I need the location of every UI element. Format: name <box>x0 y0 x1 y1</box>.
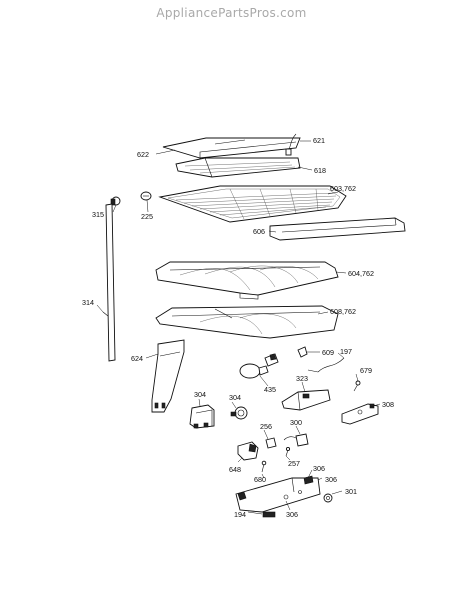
callout-435: 435 <box>264 385 276 394</box>
callout-225: 225 <box>141 212 153 221</box>
part-680-screw[interactable] <box>261 460 267 473</box>
part-648-damper-control[interactable] <box>237 441 259 461</box>
callout-323: 323 <box>296 374 308 383</box>
part-256-switch[interactable] <box>265 437 277 449</box>
callout-608-762: 608,762 <box>330 307 356 316</box>
part-603-762-wire-shelf[interactable] <box>158 185 347 223</box>
callout-304-knob: 304 <box>229 393 241 402</box>
callout-labels: 622 621 618 603,762 315 225 606 604,762 … <box>82 136 394 519</box>
part-197-wire[interactable] <box>307 357 345 373</box>
part-306-lower-housing[interactable] <box>235 475 321 513</box>
callout-257: 257 <box>288 459 300 468</box>
part-622-top-cover[interactable] <box>162 137 301 159</box>
part-304-control-block[interactable] <box>189 404 215 429</box>
part-323-switch-bracket[interactable] <box>281 389 331 411</box>
callout-304-block: 304 <box>194 390 206 399</box>
part-609-clip[interactable] <box>297 346 308 358</box>
callout-197: 197 <box>340 347 352 356</box>
callout-606: 606 <box>253 227 265 236</box>
callout-679: 679 <box>360 366 372 375</box>
part-624-bracket[interactable] <box>151 339 185 413</box>
callout-603-762: 603,762 <box>330 184 356 193</box>
callout-315: 315 <box>92 210 104 219</box>
callout-256: 256 <box>260 422 272 431</box>
part-435-lamp[interactable] <box>239 363 269 379</box>
part-435-socket[interactable] <box>264 353 279 367</box>
part-257-screw[interactable] <box>285 446 291 457</box>
callout-306-right: 306 <box>325 475 337 484</box>
callout-622: 622 <box>137 150 149 159</box>
part-301-nut[interactable] <box>323 493 333 503</box>
watermark: AppliancePartsPros.com <box>156 6 307 20</box>
callout-618: 618 <box>314 166 326 175</box>
part-304-gear-knob[interactable] <box>230 406 248 420</box>
part-308-side-bracket[interactable] <box>341 403 379 425</box>
part-300-connector[interactable] <box>283 433 309 447</box>
part-315-hinge-bracket[interactable] <box>110 196 121 206</box>
callout-604-762: 604,762 <box>348 269 374 278</box>
part-606-drawer-front[interactable] <box>269 217 406 241</box>
part-621-wire-sensor[interactable] <box>285 133 297 156</box>
callout-621: 621 <box>313 136 325 145</box>
part-194-connector[interactable] <box>262 511 276 518</box>
part-225-knob[interactable] <box>140 191 152 201</box>
part-604-762-pan[interactable] <box>155 261 339 300</box>
leader-lines <box>96 140 381 515</box>
callout-301: 301 <box>345 487 357 496</box>
callout-308: 308 <box>382 400 394 409</box>
part-314-rod[interactable] <box>102 203 116 362</box>
callout-648: 648 <box>229 465 241 474</box>
callout-680: 680 <box>254 475 266 484</box>
callout-609: 609 <box>322 348 334 357</box>
callout-306-bottom: 306 <box>286 510 298 519</box>
callout-314: 314 <box>82 298 94 307</box>
callout-306-top: 306 <box>313 464 325 473</box>
part-618-control-housing[interactable] <box>175 157 301 178</box>
callout-300: 300 <box>290 418 302 427</box>
callout-624: 624 <box>131 354 143 363</box>
callout-194: 194 <box>234 510 246 519</box>
part-608-762-lower-pan[interactable] <box>155 305 339 339</box>
part-679-screw[interactable] <box>353 380 361 392</box>
